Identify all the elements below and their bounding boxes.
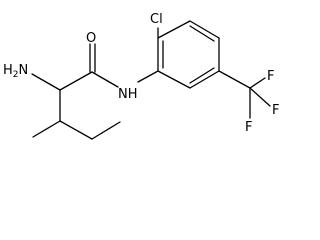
amide-nh-label: NH — [118, 87, 138, 102]
bond-carbonyl-nh — [91, 71, 119, 88]
bond-amine-calpha — [31, 73, 61, 91]
bond-cbeta-methyl — [32, 120, 61, 138]
molecule-structure-diagram: H2N O NH Cl F F F — [3, 12, 279, 140]
fluorine-right-label: F — [272, 103, 279, 118]
bond-nh-ring — [137, 70, 159, 83]
fluorine-bottom-label: F — [245, 120, 252, 135]
ring-bond-3 — [189, 20, 220, 39]
bond-calpha-ccarbonyl — [59, 71, 93, 91]
ring-bond-5-inner — [189, 67, 215, 84]
carbonyl-oxygen-label: O — [86, 31, 96, 46]
ring-bond-3-inner — [189, 25, 215, 42]
bond-ring-cf3 — [218, 70, 251, 89]
ring-bond-6 — [157, 70, 191, 89]
amine-label: H2N — [3, 63, 28, 80]
bond-cgamma-cdelta — [91, 121, 121, 140]
bond-c-f-right — [249, 87, 271, 107]
bond-c-f-top — [249, 77, 266, 89]
ring-bond-5 — [189, 70, 220, 89]
chlorine-label: Cl — [150, 12, 163, 27]
fluorine-top-label: F — [267, 69, 274, 84]
bond-cbeta-cgamma — [59, 120, 93, 140]
ring-bond-2 — [157, 20, 191, 39]
